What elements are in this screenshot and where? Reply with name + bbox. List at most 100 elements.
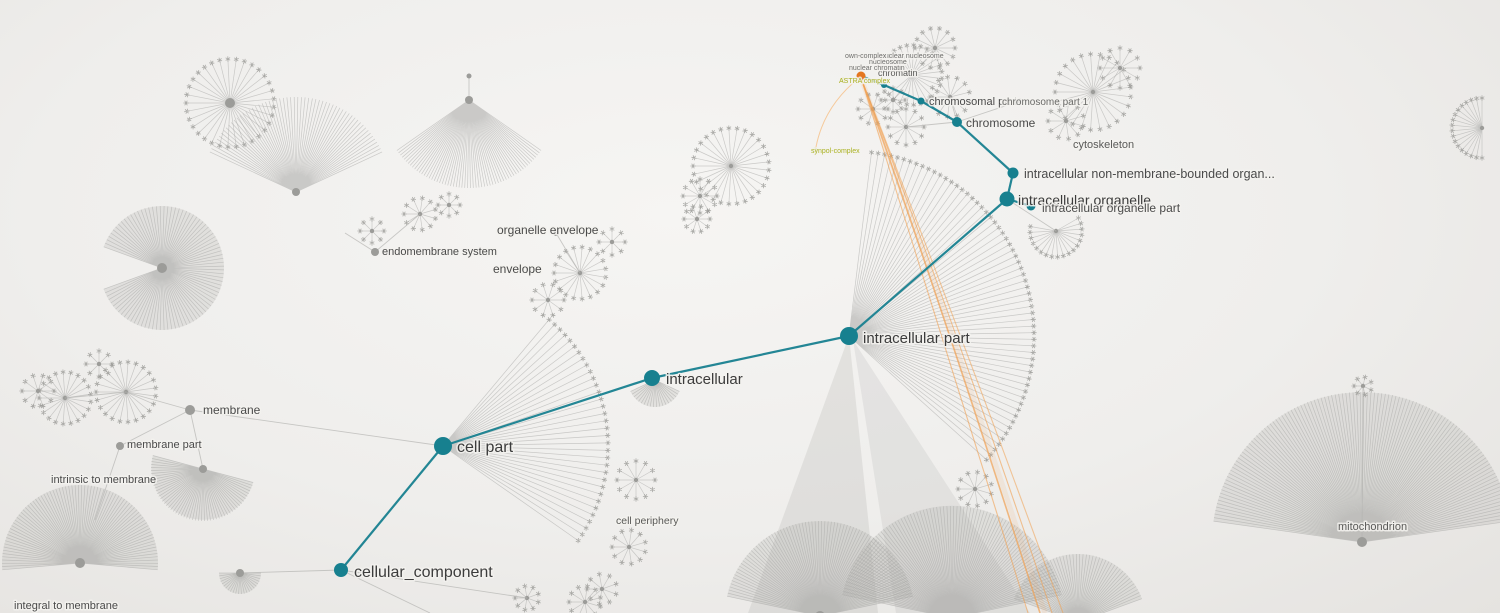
graph-node-cellular_component[interactable] (334, 563, 348, 577)
graph-edge (555, 232, 581, 274)
node-label: integral to membrane (14, 600, 118, 612)
graph-edge (956, 100, 1021, 123)
cluster-hub (932, 45, 938, 51)
graph-edge (119, 409, 191, 447)
highlighted-path-edge (883, 83, 922, 103)
graph-node-chromosome_part_1[interactable] (1017, 98, 1023, 104)
cluster-tip-stars (609, 527, 648, 567)
orange-relation-edge (860, 77, 1064, 613)
node-label: chromosomal part (929, 96, 1017, 108)
graph-node-synpol_complex[interactable] (812, 147, 818, 153)
cluster-fan (515, 586, 539, 610)
graph-edge (1361, 386, 1364, 543)
cluster-fan (1, 484, 159, 571)
graph-node-intracellular[interactable] (644, 370, 660, 386)
cluster-hub (626, 544, 632, 550)
graph-node-chromosomal_part[interactable] (917, 97, 925, 105)
cluster-fan (22, 375, 54, 407)
cluster-fan (930, 77, 970, 117)
node-label: cytoskeleton (1073, 139, 1134, 151)
cluster-fan (693, 128, 769, 204)
cluster-fan (438, 194, 460, 216)
cluster-fan (881, 88, 905, 112)
cluster-fan (599, 229, 625, 255)
cluster-hub (199, 465, 207, 473)
graph-edge (1006, 198, 1057, 232)
node-label: intracellular organelle (1018, 192, 1151, 208)
graph-edge (340, 569, 431, 613)
cluster-hub (465, 96, 473, 104)
node-label: ASTRA complex (839, 78, 890, 85)
node-label: membrane part (127, 439, 202, 451)
graph-node-nucleosome[interactable] (856, 71, 866, 81)
orange-relation-edge (860, 77, 1053, 613)
cluster-hub (236, 569, 244, 577)
cluster-tip-stars (36, 369, 94, 427)
cluster-tip-stars (912, 25, 958, 71)
cluster-hub (1357, 537, 1367, 547)
edge-bundle-wedge (853, 340, 1030, 613)
cluster-hub (694, 216, 700, 222)
cluster-tip-stars (885, 106, 927, 148)
cluster-tip-stars (584, 571, 619, 607)
cluster-tip-stars (83, 348, 115, 380)
cluster-hub (157, 263, 167, 273)
cluster-fan (186, 58, 274, 148)
cluster-tip-stars (551, 244, 609, 302)
cluster-tip-stars (596, 226, 628, 258)
cluster-fan (442, 319, 609, 541)
cluster-fan (683, 179, 717, 213)
cluster-fan (1213, 391, 1500, 543)
graph-node-non_membrane_organelle[interactable] (1007, 167, 1019, 179)
cluster-fan (612, 530, 646, 564)
cluster-hub (890, 97, 896, 103)
node-label: intracellular part (863, 330, 971, 347)
graph-node-organelle_part[interactable] (1026, 201, 1036, 211)
graph-node-cell_part[interactable] (434, 437, 452, 455)
cluster-fill (1014, 554, 1142, 613)
graph-node-intracellular_part[interactable] (840, 327, 858, 345)
cluster-hub (35, 388, 41, 394)
cluster-fan (617, 461, 655, 499)
cluster-hub (75, 558, 85, 568)
cluster-fan (684, 206, 710, 232)
cluster-tip-stars (681, 203, 713, 235)
cluster-hub (185, 405, 195, 415)
cluster-tip-stars (529, 282, 567, 318)
node-label: membrane (203, 403, 261, 417)
cluster-fill (842, 505, 1062, 613)
cluster-hub (909, 72, 915, 78)
cluster-fan (587, 574, 617, 604)
highlighted-path-edge (920, 100, 958, 123)
cluster-hub (582, 599, 588, 605)
graph-edge (239, 569, 342, 574)
cluster-hub (1479, 125, 1485, 131)
graph-edge (344, 232, 376, 253)
cluster-tip-stars (1351, 374, 1374, 398)
cluster-tip-stars (690, 125, 772, 207)
node-label: intracellular organelle part (1042, 201, 1181, 215)
cluster-fan (1029, 217, 1082, 258)
node-label: organelle envelope (497, 223, 599, 237)
graph-node-chromosome[interactable] (952, 117, 962, 127)
cluster-tip-stars (435, 191, 463, 219)
cluster-tip-stars (357, 216, 387, 246)
cluster-tip-stars (546, 317, 611, 544)
cluster-hub (446, 202, 452, 208)
cluster-tip-stars (19, 373, 57, 409)
graph-node-astra_complex[interactable] (840, 77, 846, 83)
cluster-hub (1117, 65, 1123, 71)
graph-edge (374, 213, 421, 253)
cluster-hub (1360, 383, 1366, 389)
cluster-fan (86, 351, 112, 377)
graph-edge (189, 409, 444, 447)
graph-node-chromatin[interactable] (881, 82, 887, 88)
node-label: intracellular (666, 371, 743, 388)
graph-node-intracellular_organelle[interactable] (999, 191, 1015, 207)
cluster-fan (404, 198, 436, 230)
cluster-fan (958, 472, 992, 506)
cluster-fan (1354, 377, 1372, 395)
node-label: envelope (493, 262, 542, 276)
